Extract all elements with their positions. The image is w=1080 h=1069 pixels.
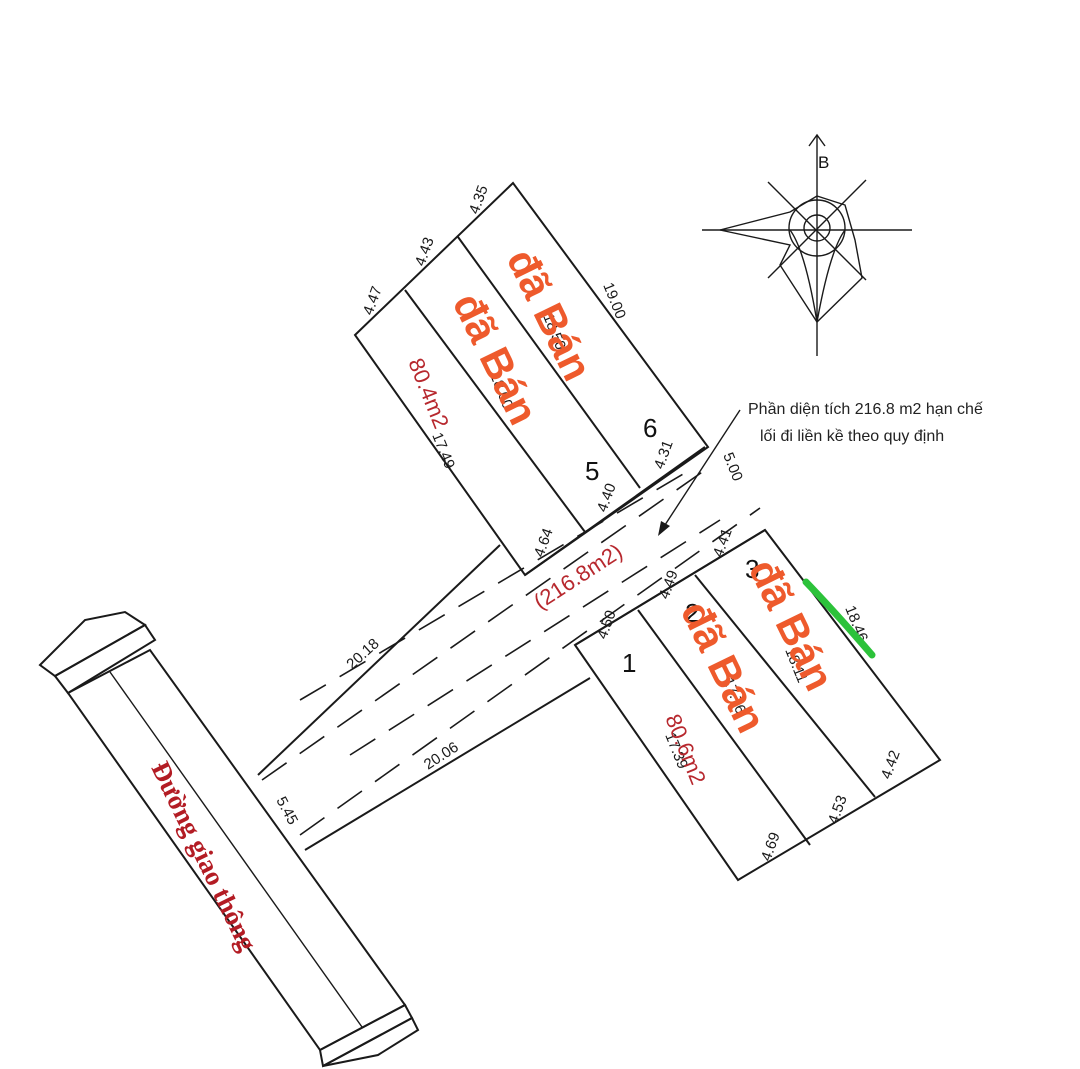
dim-label: 4.41 [710,526,736,559]
arrow-icon [658,521,670,536]
lot-number: 5 [585,456,599,486]
dim-label: 4.69 [758,830,784,863]
upper-lots [353,181,710,577]
compass-icon [702,133,912,356]
lot-number: 3 [745,554,759,584]
north-label: B [818,153,829,172]
lot-number: 1 [622,648,636,678]
dim-label: 4.43 [412,235,438,268]
lot-area-label: 80.4m2 [403,355,454,432]
road-outline [38,610,420,1068]
dim-label: 17.49 [428,430,458,471]
dim-label: 5.00 [719,450,746,483]
dim-label: 4.50 [594,608,620,641]
highlight-mark [802,578,876,659]
lower-lots [573,528,942,882]
lot-number: 2 [685,598,699,628]
road-label: Đường giao thông [145,757,263,956]
note-line-2: lối đi liền kề theo quy định [760,428,944,445]
dim-label: 20.18 [343,635,382,673]
dim-label: 4.31 [651,438,677,471]
dim-label: 5.45 [272,794,301,828]
dim-label: 19.00 [599,280,629,321]
dim-label: 4.35 [466,183,492,216]
dim-label: 4.47 [360,284,386,317]
dim-label: 4.42 [878,748,904,781]
dim-label: 4.49 [656,568,682,601]
note-line-1: Phần diện tích 216.8 m2 hạn chế [748,401,983,418]
dim-label: 4.53 [825,793,851,826]
lot-number: 6 [643,413,657,443]
